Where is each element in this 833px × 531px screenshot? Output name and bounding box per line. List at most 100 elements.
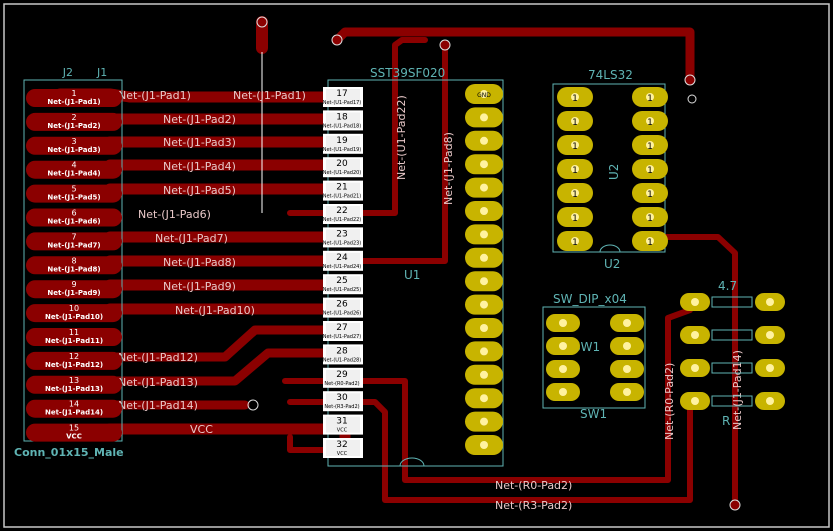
j2-pad-shape — [26, 423, 122, 442]
u1-pad-net: Net-(U1-Pad22) — [323, 217, 362, 223]
j2-pad-shape — [26, 399, 122, 418]
sw1-pad — [610, 360, 644, 378]
j2-pad-number: 7 — [71, 232, 76, 241]
j2-pad-net: Net-(J1-Pad6) — [47, 218, 100, 226]
u1-pad-number: 26 — [336, 300, 348, 310]
track-label: Net-(J1-Pad13) — [118, 376, 198, 389]
j2-pad-net: VCC — [66, 433, 82, 441]
j2-pad-net: Net-(J1-Pad7) — [47, 241, 100, 249]
u1-pad-net: Net-(U1-Pad19) — [323, 147, 362, 153]
track-label: Net-(J1-Pad4) — [163, 160, 236, 173]
j2-pad-shape — [26, 89, 122, 107]
j2-pad-shape — [26, 375, 122, 394]
dip-switch-sw1[interactable]: SW_DIP_x04 SW1 SW1 — [542, 292, 646, 421]
resistor-pad — [680, 392, 710, 410]
j2-pad-net: Net-(J1-Pad5) — [47, 194, 100, 202]
u1-pad-number: 18 — [336, 112, 348, 122]
j2-pad-net: Net-(J1-Pad10) — [45, 313, 103, 321]
u1-right-pad-drill — [480, 160, 488, 169]
u2-pad: 1 — [557, 87, 593, 107]
u1-pad-inner — [326, 229, 360, 246]
connector-j2[interactable]: J2 J1 Conn_01x15_Male 1Net-(J1-Pad1)2Net… — [14, 66, 124, 459]
j2-pad-number: 8 — [71, 256, 76, 265]
j2-pad-net: Net-(J1-Pad12) — [45, 361, 103, 369]
u1-pad-net: Net-(U1-Pad21) — [323, 194, 362, 200]
resistor-pad — [755, 293, 785, 311]
u1-pad-net: Net-(U1-Pad20) — [323, 170, 362, 176]
u1-pad-number: 28 — [336, 346, 348, 356]
j2-pad-shape — [26, 184, 122, 203]
u1-right-pad — [465, 364, 503, 385]
u2-pad-drill — [646, 93, 654, 101]
resistor-pad — [680, 326, 710, 344]
u1-right-pad — [465, 411, 503, 432]
track-label: Net-(J1-Pad5) — [163, 184, 236, 197]
u1-right-pad — [465, 154, 503, 175]
u1-value: SST39SF020 — [370, 66, 445, 80]
ic-u1[interactable]: SST39SF020 U1 17Net-(U1-Pad17)18Net-(U1-… — [323, 66, 504, 467]
u1-right-pad-drill — [480, 441, 488, 449]
u1-pad-number: 32 — [336, 440, 347, 450]
u2-pad-label: 1 — [647, 190, 653, 200]
u1-pad-number: 27 — [336, 323, 347, 333]
j2-pad-net: Net-(J1-Pad4) — [47, 170, 100, 178]
u1-pad-inner — [326, 159, 360, 176]
u2-pad: 1 — [557, 135, 593, 155]
vias — [247, 16, 741, 511]
u2-pad-label: 1 — [572, 118, 578, 128]
u1-pad-net: VCC — [337, 428, 348, 434]
u2-notch — [599, 244, 621, 253]
sw1-pad — [610, 314, 644, 332]
resistor-pad — [680, 293, 710, 311]
track-label: Net-(U1-Pad22) — [395, 95, 408, 180]
sw1-pad-list — [546, 314, 644, 401]
u2-pad: 1 — [632, 87, 668, 107]
u2-reference: U2 — [607, 164, 621, 180]
u2-pad-label: 1 — [572, 94, 578, 104]
sw1-pad-drill — [623, 388, 631, 396]
j2-pad-shape — [26, 160, 122, 179]
u1-right-pad: GND — [465, 84, 503, 104]
u2-pad-drill — [646, 213, 654, 221]
resistor-reference: R — [722, 414, 730, 428]
u2-pad: 1 — [557, 159, 593, 179]
u1-pad-number: 23 — [336, 229, 347, 239]
j2-pad-number: 10 — [69, 304, 79, 313]
j2-pad-net: Net-(J1-Pad11) — [45, 337, 103, 345]
u1-right-pad — [465, 294, 503, 315]
sw1-pad-drill — [559, 365, 567, 373]
track-label: Net-(J1-Pad1) — [233, 89, 306, 102]
u2-pad-label: 1 — [647, 94, 653, 104]
u1-right-pad-drill — [480, 370, 488, 379]
track-label: Net-(J1-Pad12) — [118, 351, 198, 364]
u1-pad-number: 29 — [336, 370, 348, 380]
j2-pad-number: 11 — [69, 328, 79, 337]
sw1-outline — [542, 306, 646, 409]
u1-pad-net: Net-(U1-Pad24) — [323, 264, 362, 270]
u2-pad-label: 1 — [647, 142, 653, 152]
j2-pad-number: 15 — [69, 424, 79, 433]
u2-pad: 1 — [557, 183, 593, 203]
resistor-array[interactable]: 4.7 R — [680, 279, 785, 428]
u1-pad-inner — [326, 112, 360, 129]
resistor-pad-drill — [766, 397, 774, 405]
u2-pad: 1 — [557, 231, 593, 251]
u2-pad-label: 1 — [647, 238, 653, 248]
u2-pad-drill — [646, 141, 654, 149]
j2-pad-number: 6 — [71, 209, 76, 218]
